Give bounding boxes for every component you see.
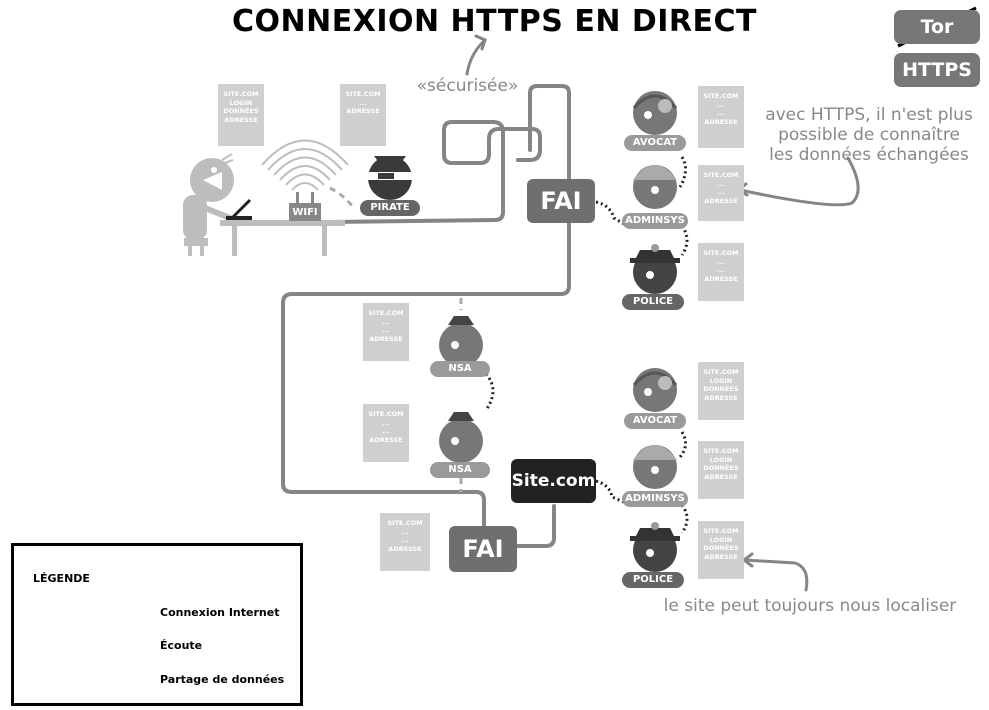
secure-note: «sécurisée» xyxy=(416,76,519,96)
adminsys-tag: ADMINSYS xyxy=(622,213,688,229)
pirate-tag: PIRATE xyxy=(360,200,420,216)
tor-badge: Tor xyxy=(894,10,980,44)
https-badge: HTTPS xyxy=(894,53,980,87)
adminsys-icon xyxy=(633,165,677,209)
note-arrows xyxy=(465,34,860,592)
nsa-tag-1: NSA xyxy=(430,361,490,377)
police-tag: POLICE xyxy=(622,294,684,310)
legend-partage: Partage de données xyxy=(160,673,285,686)
legend-ecoute: Écoute xyxy=(160,639,203,652)
avocat-bubble: SITE.COM ... ... ADRESSE xyxy=(698,86,744,148)
nsa-bubble-1: SITE.COM ... ... ADRESSE xyxy=(363,303,409,361)
nsa-tag-2: NSA xyxy=(430,462,490,478)
fai-bottom-bubble: SITE.COM ... ... ADRESSE xyxy=(380,513,430,571)
avocat-site-bubble: SITE.COM LOGIN DONNÉES ADRESSE xyxy=(698,362,744,420)
police-icon xyxy=(630,244,680,294)
legend-title: LÉGENDE xyxy=(33,572,90,585)
nsa-bubble-2: SITE.COM ... ... ADRESSE xyxy=(363,404,409,462)
user-bubble: SITE.COM LOGIN DONNÉES ADRESSE xyxy=(218,84,264,146)
router-box xyxy=(289,203,321,221)
adminsys-bubble: SITE.COM ... ... ADRESSE xyxy=(698,165,744,221)
police-site-bubble: SITE.COM LOGIN DONNÉES ADRESSE xyxy=(698,521,744,579)
adminsys-site-tag: ADMINSYS xyxy=(622,491,688,507)
pirate-bubble: SITE.COM ... ADRESSE xyxy=(340,84,386,146)
fai-top-node: FAI xyxy=(527,179,595,223)
legend-internet: Connexion Internet xyxy=(160,606,280,619)
avocat-site-tag: AVOCAT xyxy=(624,413,686,429)
avocat-tag: AVOCAT xyxy=(624,135,686,151)
internet-connections xyxy=(281,84,571,548)
avocat-icon-site xyxy=(632,368,678,412)
nsa-icon-2 xyxy=(439,412,483,463)
site-node: Site.com xyxy=(511,459,596,503)
police-bubble: SITE.COM ... ... ADRESSE xyxy=(698,243,744,301)
partage-lines xyxy=(484,156,689,534)
fai-bottom-node: FAI xyxy=(449,526,517,572)
adminsys-icon-site xyxy=(633,445,677,489)
police-icon-site xyxy=(630,522,680,572)
avocat-icon xyxy=(632,91,678,135)
wifi-icon xyxy=(261,139,349,191)
nsa-icon-1 xyxy=(439,316,483,367)
adminsys-site-bubble: SITE.COM LOGIN DONNÉES ADRESSE xyxy=(698,441,744,499)
ecoute-lines xyxy=(329,186,463,492)
wifi-label: WIFI xyxy=(292,207,318,218)
page-title: CONNEXION HTTPS EN DIRECT xyxy=(231,4,758,39)
user-icon xyxy=(183,153,345,256)
legend: LÉGENDE Connexion Internet Écoute Partag… xyxy=(11,543,303,706)
site-note: le site peut toujours nous localiser xyxy=(663,596,957,616)
pirate-icon xyxy=(368,156,412,200)
https-note: avec HTTPS, il n'est plus possible de co… xyxy=(765,105,973,165)
police-site-tag: POLICE xyxy=(622,572,684,588)
